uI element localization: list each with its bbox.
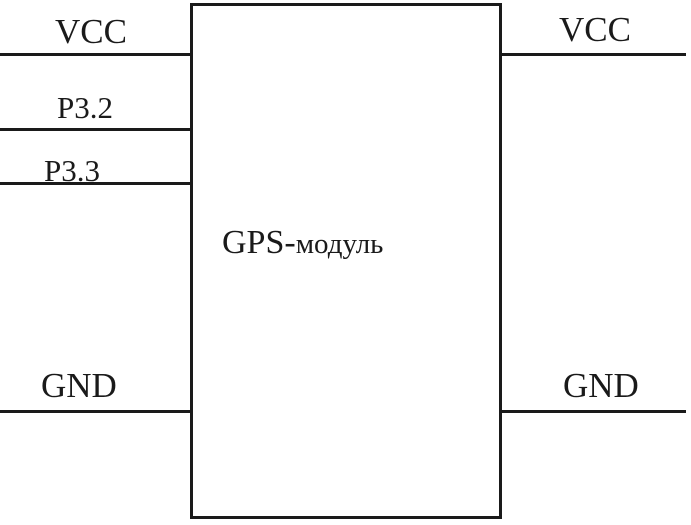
wire-vcc-left <box>0 53 192 56</box>
gps-module-label-latin: GPS- <box>222 224 296 261</box>
pin-label-gnd-left: GND <box>41 366 117 405</box>
gps-module-label: GPS-модуль <box>222 226 383 260</box>
wire-p32 <box>0 128 192 131</box>
pin-label-gnd-right: GND <box>563 366 639 405</box>
gps-module-block <box>190 3 502 519</box>
wire-gnd-right <box>499 410 686 413</box>
pin-label-vcc-left: VCC <box>55 12 127 51</box>
wire-p33 <box>0 182 192 185</box>
wire-vcc-right <box>499 53 686 56</box>
wire-gnd-left <box>0 410 192 413</box>
pin-label-vcc-right: VCC <box>559 10 631 49</box>
gps-module-label-cyrillic: модуль <box>295 228 384 260</box>
pin-label-p32: P3.2 <box>57 90 113 125</box>
pin-label-p33: P3.3 <box>44 153 100 188</box>
